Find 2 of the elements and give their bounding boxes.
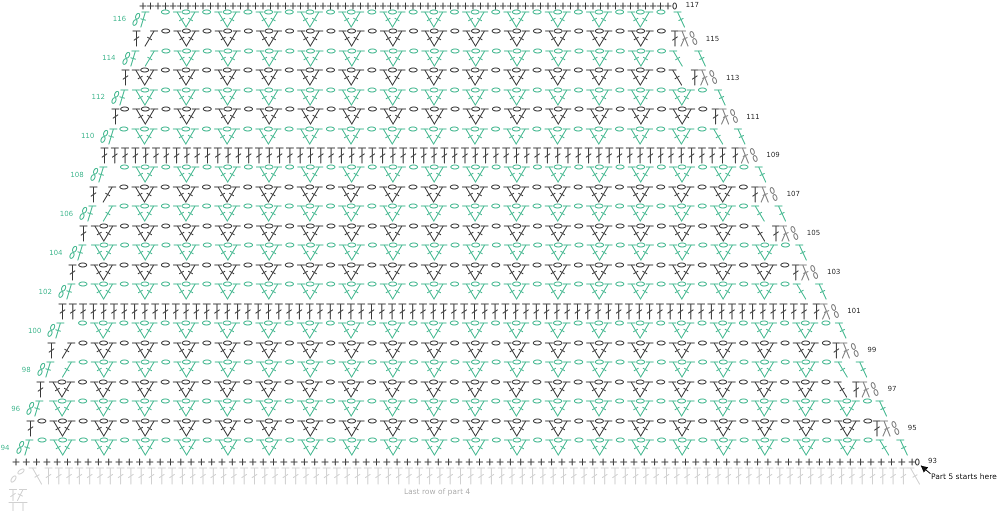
stitch-row <box>12 458 921 466</box>
arrow <box>920 465 931 474</box>
